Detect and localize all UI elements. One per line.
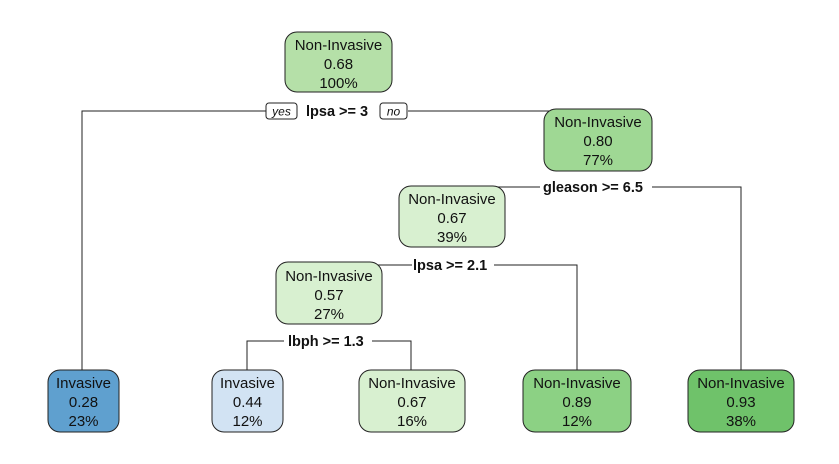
tree-node-n4: Non-Invasive 0.57 27% <box>275 261 383 325</box>
node-box <box>398 185 506 248</box>
node-class: Non-Invasive <box>408 191 496 208</box>
node-class: Non-Invasive <box>533 375 621 392</box>
edge-n3-right <box>494 264 578 372</box>
node-pct: 23% <box>68 413 98 430</box>
node-class: Non-Invasive <box>697 375 785 392</box>
node-class: Invasive <box>56 375 111 392</box>
node-class: Non-Invasive <box>554 114 642 131</box>
node-prob: 0.44 <box>233 394 262 411</box>
edge-n4-right <box>372 340 412 372</box>
split-label: lbph >= 1.3 <box>288 334 364 350</box>
node-prob: 0.80 <box>583 133 612 150</box>
edge-n2-right <box>652 186 742 372</box>
node-box <box>543 108 653 172</box>
tree-leaf-2: Invasive 0.44 12% <box>211 369 284 433</box>
node-prob: 0.57 <box>314 287 343 304</box>
node-prob: 0.89 <box>562 394 591 411</box>
node-box <box>358 369 466 433</box>
node-box <box>687 369 795 433</box>
node-box <box>522 369 632 433</box>
tree-node-n2: Non-Invasive 0.80 77% <box>543 108 653 172</box>
node-pct: 77% <box>583 152 613 169</box>
node-class: Invasive <box>220 375 275 392</box>
node-box <box>284 31 393 93</box>
yes-label-box <box>265 102 298 120</box>
node-pct: 100% <box>319 75 357 92</box>
yes-label: yes <box>271 105 291 119</box>
node-class: Non-Invasive <box>295 37 383 54</box>
node-prob: 0.67 <box>397 394 426 411</box>
tree-leaf-5: Non-Invasive 0.93 38% <box>687 369 795 433</box>
split-label: lpsa >= 3 <box>306 104 368 120</box>
node-pct: 38% <box>726 413 756 430</box>
node-pct: 12% <box>232 413 262 430</box>
node-prob: 0.28 <box>69 394 98 411</box>
edge-root-left <box>81 110 266 372</box>
split-root: yes lpsa >= 3 no <box>265 102 408 120</box>
node-pct: 16% <box>397 413 427 430</box>
edge-n4-left <box>246 340 284 372</box>
tree-leaf-3: Non-Invasive 0.67 16% <box>358 369 466 433</box>
tree-node-root: Non-Invasive 0.68 100% <box>284 31 393 93</box>
tree-leaf-1: Invasive 0.28 23% <box>47 369 120 433</box>
node-prob: 0.68 <box>324 56 353 73</box>
tree-node-n3: Non-Invasive 0.67 39% <box>398 185 506 248</box>
node-pct: 39% <box>437 229 467 246</box>
split-label: lpsa >= 2.1 <box>413 258 487 274</box>
node-box <box>211 369 284 433</box>
node-prob: 0.67 <box>437 210 466 227</box>
no-label-box <box>379 102 408 120</box>
node-box <box>275 261 383 325</box>
node-pct: 12% <box>562 413 592 430</box>
no-label: no <box>387 105 401 119</box>
node-pct: 27% <box>314 306 344 323</box>
node-class: Non-Invasive <box>368 375 456 392</box>
node-box <box>47 369 120 433</box>
split-label: gleason >= 6.5 <box>543 180 643 196</box>
node-class: Non-Invasive <box>285 268 373 285</box>
node-prob: 0.93 <box>726 394 755 411</box>
tree-leaf-4: Non-Invasive 0.89 12% <box>522 369 632 433</box>
